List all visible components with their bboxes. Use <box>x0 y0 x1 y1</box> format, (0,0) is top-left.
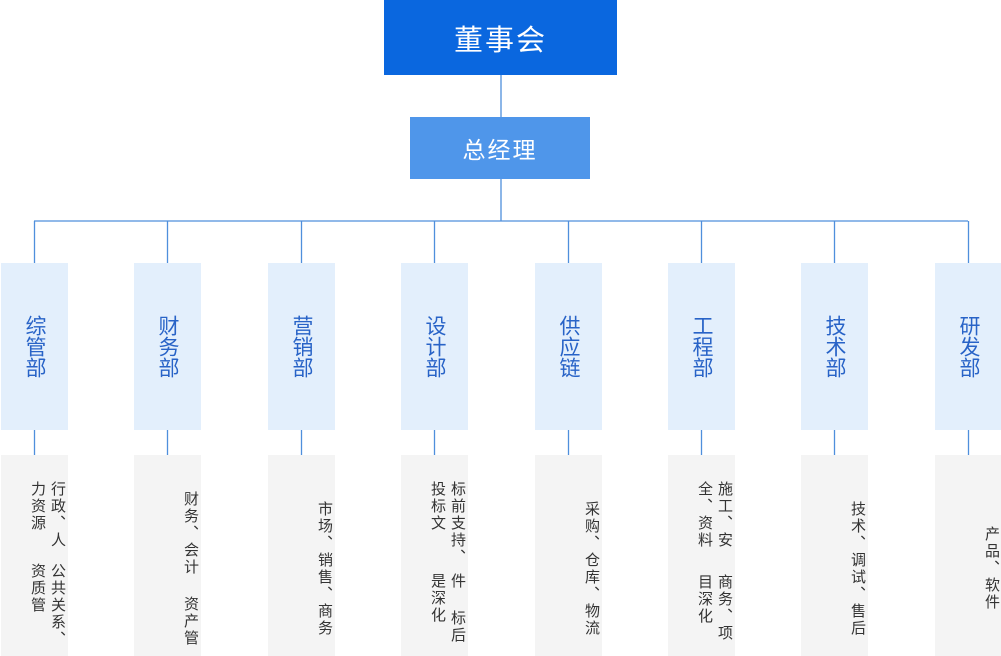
department-duties: 产品、软件 <box>935 455 1001 656</box>
board-label: 董事会 <box>453 22 547 57</box>
department-name: 工程部 <box>690 315 714 378</box>
duty-line: 技术、调试、售后 <box>849 500 867 637</box>
general-manager-node: 总经理 <box>410 117 590 179</box>
duty-line: 财务、会计 资产管 <box>182 490 200 647</box>
department-name: 综管部 <box>23 315 47 378</box>
department-node: 技术部 <box>801 263 868 430</box>
department-node: 财务部 <box>134 263 201 430</box>
department-duties: 行政、人力资源公共关系、资质管 <box>1 455 68 656</box>
department-node: 供应链 <box>535 263 602 430</box>
department-name: 技术部 <box>823 315 847 378</box>
duty-line: 公共关系、资质管 <box>29 562 67 648</box>
department-node: 工程部 <box>668 263 735 430</box>
department-duties: 标前支持、投标文件 标后是深化 <box>401 455 468 656</box>
department-name: 营销部 <box>290 315 314 378</box>
department-name: 供应链 <box>557 315 581 378</box>
duty-line: 产品、软件 <box>983 526 1001 611</box>
duty-line: 采购、仓库、物流 <box>583 500 601 637</box>
department-node: 营销部 <box>268 263 335 430</box>
department-duties: 施工、安全、资料商务、项目深化 <box>668 455 735 656</box>
department-name: 设计部 <box>423 315 447 378</box>
duty-line: 标前支持、投标文 <box>429 481 467 566</box>
duty-line: 商务、项目深化 <box>696 574 734 643</box>
board-node: 董事会 <box>384 0 617 75</box>
duty-line: 行政、人力资源 <box>29 481 67 549</box>
department-duties: 市场、销售、商务 <box>268 455 335 656</box>
department-node: 综管部 <box>1 263 68 430</box>
department-duties: 技术、调试、售后 <box>801 455 868 656</box>
department-duties: 采购、仓库、物流 <box>535 455 602 656</box>
duty-line: 件 标后是深化 <box>429 573 467 645</box>
department-name: 财务部 <box>156 315 180 378</box>
duty-line: 市场、销售、商务 <box>316 500 334 637</box>
department-node: 研发部 <box>935 263 1001 430</box>
duty-line: 施工、安全、资料 <box>696 481 734 549</box>
department-name: 研发部 <box>957 315 981 378</box>
general-manager-label: 总经理 <box>462 138 538 164</box>
department-node: 设计部 <box>401 263 468 430</box>
department-duties: 财务、会计 资产管 <box>134 455 201 656</box>
